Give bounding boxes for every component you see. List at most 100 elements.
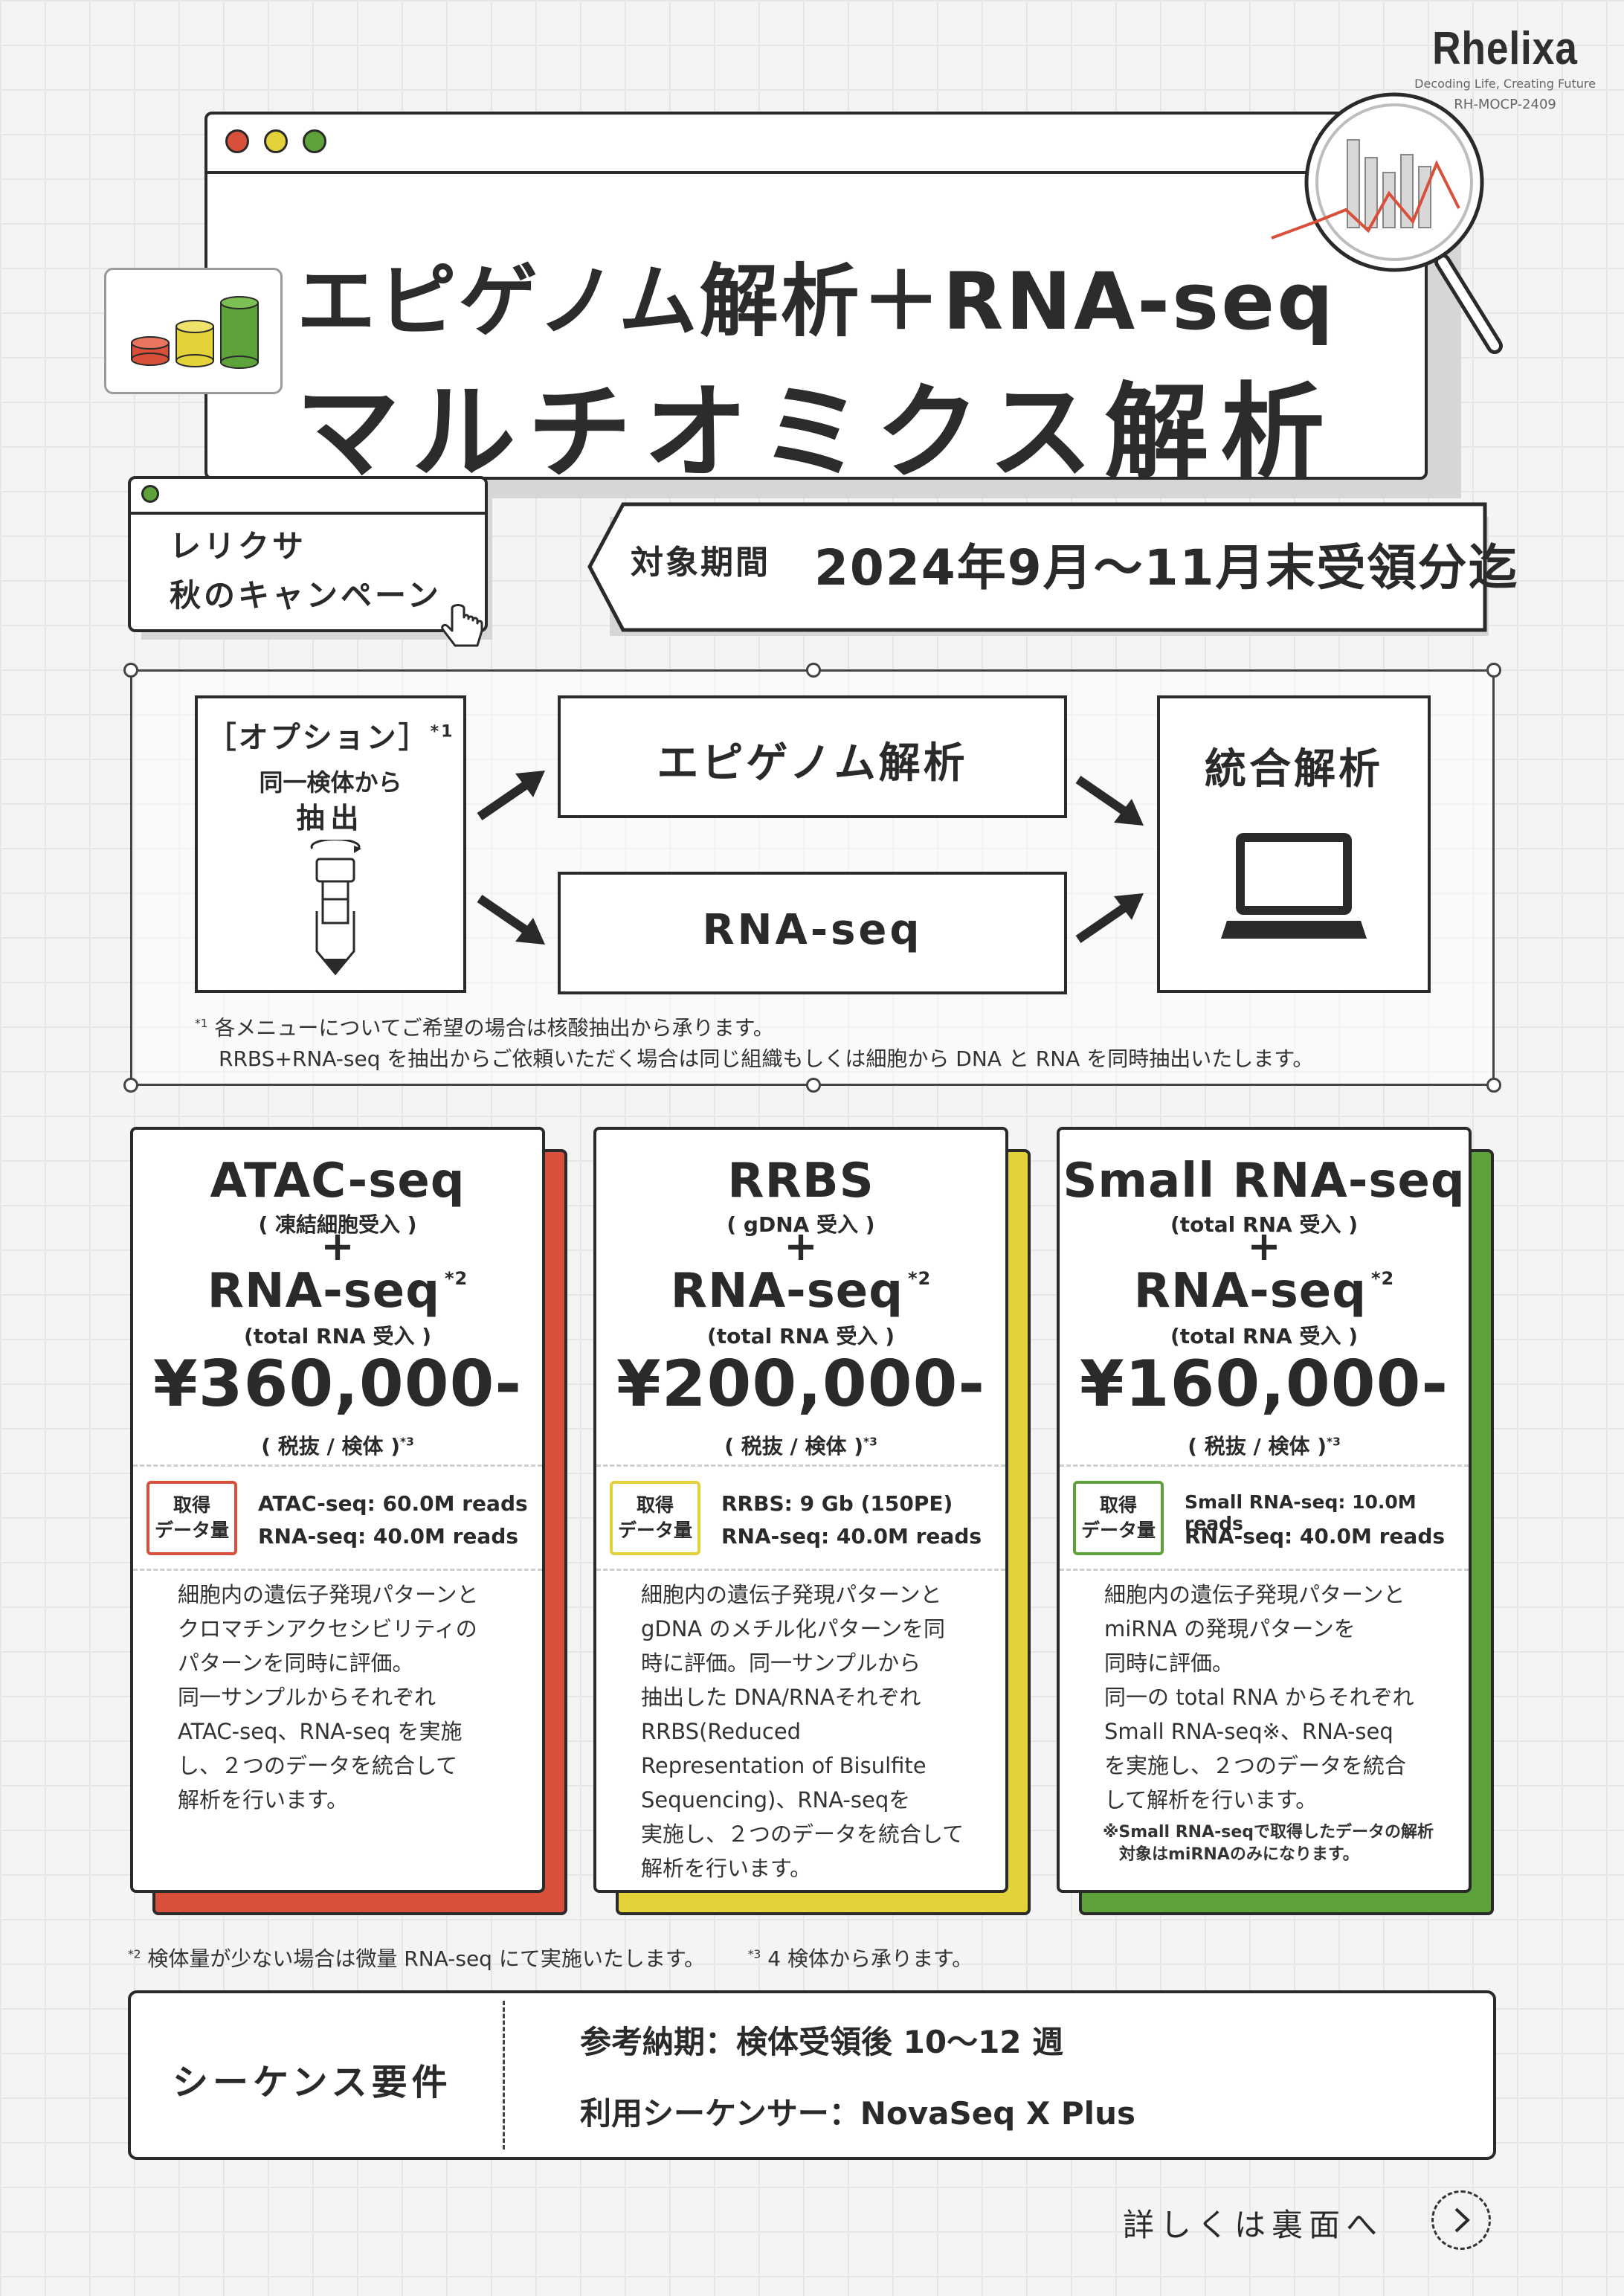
service-sample-type: (total RNA 受入 )	[1170, 1212, 1358, 1237]
option-line2: 抽出	[296, 802, 365, 835]
service-fine-print: ※Small RNA-seqで取得したデータの解析 対象はmiRNAのみになりま…	[1103, 1821, 1434, 1866]
description-line: Representation of Bisulfite	[641, 1753, 927, 1778]
pricing-footnotes: *2 検体量が少ない場合は微量 RNA-seq にて実施いたします。 *3 4 …	[128, 1943, 973, 1972]
card-dashed-separator	[1060, 1464, 1469, 1467]
card-dashed-separator	[596, 1464, 1005, 1467]
laptop-icon	[1221, 833, 1367, 939]
card-dashed-separator	[133, 1569, 542, 1571]
option-title-text: ［オプション］	[206, 721, 431, 755]
selection-handle	[123, 1078, 138, 1093]
price: ¥160,000-	[1079, 1347, 1449, 1421]
reads-line1: RRBS: 9 Gb (150PE)	[721, 1491, 953, 1516]
reads-line1: Small RNA-seq: 10.0M reads	[1185, 1491, 1417, 1534]
tax-footnote-mark: *3	[1327, 1435, 1341, 1449]
campaign-window: レリクサ 秋のキャンペーン	[128, 476, 488, 632]
campaign-label: レリクサ 秋のキャンペーン	[170, 522, 442, 620]
card-dashed-separator	[596, 1569, 1005, 1571]
card-dashed-separator	[1060, 1569, 1469, 1571]
requirements-heading: シーケンス要件	[173, 2062, 452, 2103]
campaign-line1: レリクサ	[170, 528, 307, 565]
description-line: を実施し、２つのデータを統合	[1104, 1753, 1407, 1778]
tax-note: ( 税抜 / 検体 )*3	[133, 1430, 542, 1460]
description-line: パターンを同時に評価。	[178, 1650, 414, 1676]
service-name: Small RNA-seq	[1063, 1154, 1466, 1209]
card-dashed-separator	[133, 1464, 542, 1467]
pointer-hand-icon	[441, 604, 483, 647]
reads-line2: RNA-seq: 40.0M reads	[1185, 1524, 1446, 1549]
document-code: RH-MOCP-2409	[1454, 97, 1556, 112]
option-line1: 同一検体から	[259, 768, 402, 797]
requirements-divider	[503, 2001, 505, 2149]
service-sample-type: ( gDNA 受入 )	[726, 1212, 875, 1237]
epigenome-step-label: エピゲノム解析	[657, 739, 968, 788]
description-line: 同一の total RNA からそれぞれ	[1104, 1685, 1414, 1710]
description-line: 実施し、２つのデータを統合して	[641, 1821, 964, 1847]
rnaseq-name: RNA-seq*2	[1060, 1264, 1469, 1319]
selection-handle	[806, 663, 821, 678]
data-volume-badge: 取得 データ量	[610, 1481, 700, 1555]
period-label: 対象期間	[631, 544, 770, 582]
bar-cylinders-card	[104, 268, 283, 394]
rnaseq-footnote-mark: *2	[908, 1268, 932, 1289]
integrated-step-label: 統合解析	[1205, 745, 1383, 794]
rnaseq-sample-type: (total RNA 受入 )	[243, 1324, 431, 1348]
description-line: 時に評価。同一サンプルから	[641, 1650, 921, 1676]
description-line: して解析を行います。	[1104, 1787, 1318, 1813]
pricing-card: Small RNA-seq (total RNA 受入 ) + RNA-seq*…	[1057, 1127, 1472, 1893]
plus-sign: +	[784, 1223, 818, 1270]
price: ¥360,000-	[152, 1347, 523, 1421]
description-line: 抽出した DNA/RNAそれぞれ	[641, 1685, 921, 1710]
rnaseq-name-text: RNA-seq	[670, 1264, 903, 1319]
window-minimize-dot-icon	[264, 129, 288, 153]
note-footnote-mark: *1	[195, 1017, 208, 1030]
plus-sign: +	[320, 1223, 355, 1270]
footnote-mark-2: *2	[128, 1947, 141, 1961]
window-maximize-dot-icon	[303, 129, 326, 153]
see-back-label[interactable]: 詳しくは裏面へ	[1123, 2207, 1384, 2243]
description-line: 細胞内の遺伝子発現パターンと	[1104, 1582, 1405, 1607]
rnaseq-footnote-mark: *2	[445, 1268, 468, 1289]
selection-handle	[123, 663, 138, 678]
price: ¥200,000-	[616, 1347, 986, 1421]
extraction-note: *1 各メニューについてご希望の場合は核酸抽出から承ります。 RRBS+RNA-…	[195, 1008, 1313, 1075]
selection-handle	[1486, 663, 1501, 678]
campaign-titlebar	[131, 479, 485, 515]
tax-footnote-mark: *3	[400, 1435, 414, 1449]
badge-line2: データ量	[154, 1520, 229, 1541]
arrow-epigenome-to-integrated-icon	[1075, 776, 1144, 826]
option-title: ［オプション］*1	[198, 713, 463, 756]
rnaseq-name: RNA-seq*2	[133, 1264, 542, 1319]
rnaseq-name-text: RNA-seq	[1133, 1264, 1367, 1319]
next-page-button[interactable]	[1431, 2190, 1491, 2250]
description-line: miRNA の発現パターンを	[1104, 1616, 1356, 1641]
delivery-time: 参考納期：検体受領後 10〜12 週	[580, 2024, 1064, 2060]
tax-text: ( 税抜 / 検体 )	[1188, 1434, 1327, 1459]
sequencer-info: 利用シーケンサー：NovaSeq X Plus	[580, 2095, 1135, 2132]
brand-tagline: Decoding Life, Creating Future	[1414, 77, 1596, 91]
description-line: 同一サンプルからそれぞれ	[178, 1685, 436, 1710]
tax-text: ( 税抜 / 検体 )	[261, 1434, 401, 1459]
brand-block: Rhelixa Decoding Life, Creating Future R…	[1414, 22, 1596, 112]
description-line: gDNA のメチル化パターンを同	[641, 1616, 946, 1641]
main-title-line2: マルチオミクス解析	[295, 373, 1337, 494]
rnaseq-name: RNA-seq*2	[596, 1264, 1005, 1319]
extraction-tube-icon	[310, 840, 361, 976]
rnaseq-step-box: RNA-seq	[558, 872, 1067, 994]
pricing-card: RRBS ( gDNA 受入 ) + RNA-seq*2 (total RNA …	[593, 1127, 1008, 1893]
epigenome-step-box: エピゲノム解析	[558, 695, 1067, 818]
integrated-step-box: 統合解析	[1157, 695, 1431, 993]
description-line: 細胞内の遺伝子発現パターンと	[178, 1582, 479, 1607]
footnote-3-text: 4 検体から承ります。	[767, 1946, 973, 1971]
service-sample-type: ( 凍結細胞受入 )	[258, 1212, 417, 1237]
tax-footnote-mark: *3	[863, 1435, 877, 1449]
description-line: Small RNA-seq※、RNA-seq	[1104, 1719, 1393, 1744]
data-volume-badge: 取得 データ量	[1073, 1481, 1164, 1555]
window-titlebar	[207, 115, 1425, 174]
chevron-right-icon	[1454, 2207, 1470, 2233]
sequence-requirements-box: シーケンス要件 参考納期：検体受領後 10〜12 週 利用シーケンサー：Nova…	[128, 1990, 1496, 2160]
footnote-mark-3: *3	[747, 1947, 761, 1961]
brand-logo: Rhelixa	[1432, 23, 1578, 74]
reads-line2: RNA-seq: 40.0M reads	[721, 1524, 982, 1549]
rnaseq-footnote-mark: *2	[1371, 1268, 1395, 1289]
